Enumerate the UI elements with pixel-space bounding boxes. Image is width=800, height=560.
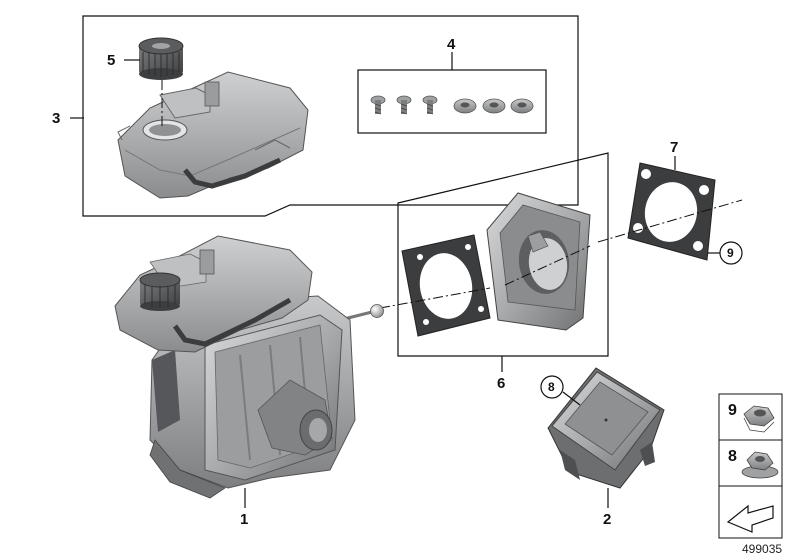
- side-legend: 9 8: [718, 393, 783, 539]
- callout-label-3: 3: [52, 110, 60, 127]
- arrow-icon: [726, 504, 774, 533]
- control-unit-illustration: [547, 367, 665, 489]
- reservoir-upper-illustration: [117, 71, 309, 199]
- callout-label-7: 7: [670, 139, 678, 156]
- leader-lines: [70, 52, 720, 508]
- gasket-front-illustration: [401, 234, 491, 337]
- callout-label-5: 5: [107, 52, 115, 69]
- reservoir-cap-illustration: [138, 37, 184, 80]
- seal-frame-illustration: [486, 192, 591, 331]
- document-number: 499035: [742, 542, 782, 556]
- callout-label-4: 4: [447, 36, 456, 53]
- callout-label-8: 8: [548, 380, 555, 394]
- flange-nut-icon: [741, 451, 779, 479]
- screws-illustration: [370, 95, 438, 115]
- assembly-axis-line: [379, 199, 743, 309]
- callout-label-1: 1: [240, 511, 248, 528]
- callout-label-2: 2: [603, 511, 611, 528]
- callout-label-6: 6: [497, 375, 505, 392]
- washers-illustration: [453, 98, 534, 114]
- callout-circle-9: [719, 241, 743, 265]
- legend-label-9: 9: [728, 402, 737, 419]
- gasket-rear-illustration: [627, 162, 716, 261]
- callout-circle-8: [540, 375, 564, 399]
- legend-label-8: 8: [728, 448, 737, 465]
- group-frame-3: [82, 15, 579, 217]
- nut-icon: [743, 405, 775, 433]
- brake-booster-illustration: [114, 235, 384, 499]
- callout-label-9: 9: [727, 246, 734, 260]
